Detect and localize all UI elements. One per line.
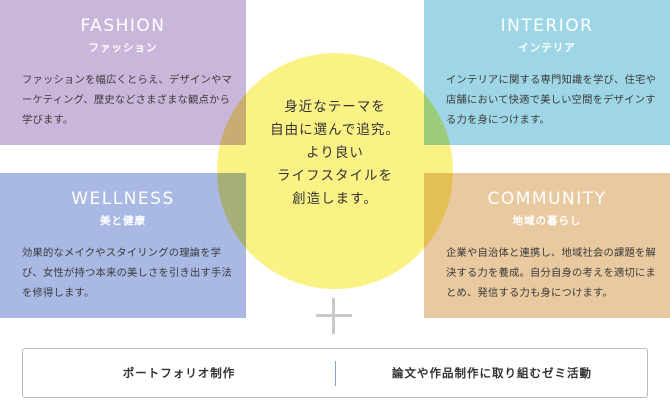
card-interior: INTERIOR インテリア インテリアに関する専門知識を学び、住宅や店舗におい… (424, 0, 670, 145)
bottom-box: ポートフォリオ制作 論文や作品制作に取り組むゼミ活動 (22, 348, 648, 398)
center-line: より良い (306, 145, 364, 161)
card-community-title: COMMUNITY (487, 189, 607, 209)
card-interior-description: インテリアに関する専門知識を学び、住宅や店舗において快適で美しい空間をデザインす… (446, 74, 656, 126)
card-fashion-description: ファッションを幅広くとらえ、デザインやマーケティング、歴史などさまざまな観点から… (22, 74, 232, 126)
card-wellness-subtitle: 美と健康 (100, 215, 146, 227)
card-wellness-description: 効果的なメイクやスタイリングの理論を学び、女性が持つ本来の美しさを引き出す手法を… (22, 247, 232, 299)
card-community-subtitle: 地域の暮らし (512, 215, 582, 227)
bottom-left-label: ポートフォリオ制作 (122, 366, 236, 380)
plus-icon-vertical (332, 298, 335, 334)
bottom-right-label: 論文や作品制作に取り組むゼミ活動 (392, 366, 592, 380)
center-line: ライフスタイルを (277, 168, 393, 184)
card-wellness-title: WELLNESS (71, 189, 175, 209)
card-interior-title: INTERIOR (500, 16, 594, 36)
card-fashion-title: FASHION (80, 16, 166, 36)
center-line: 身近なテーマを (284, 99, 386, 115)
card-community: COMMUNITY 地域の暮らし 企業や自治体と連携し、地域社会の課題を解決する… (424, 173, 670, 318)
center-line: 創造します。 (292, 191, 378, 207)
bottom-divider (335, 361, 336, 386)
card-community-description: 企業や自治体と連携し、地域社会の課題を解決する力を養成。自分自身の考えを適切にま… (446, 247, 656, 299)
plus-icon (316, 298, 352, 334)
card-fashion: FASHION ファッション ファッションを幅広くとらえ、デザインやマーケティン… (0, 0, 246, 145)
center-text: 身近なテーマを 自由に選んで追究。 より良い ライフスタイルを 創造します。 (217, 96, 453, 211)
center-circle (217, 53, 453, 289)
card-wellness: WELLNESS 美と健康 効果的なメイクやスタイリングの理論を学び、女性が持つ… (0, 173, 246, 318)
card-fashion-subtitle: ファッション (88, 42, 158, 54)
center-line: 自由に選んで追究。 (270, 122, 400, 138)
card-interior-subtitle: インテリア (518, 42, 576, 54)
